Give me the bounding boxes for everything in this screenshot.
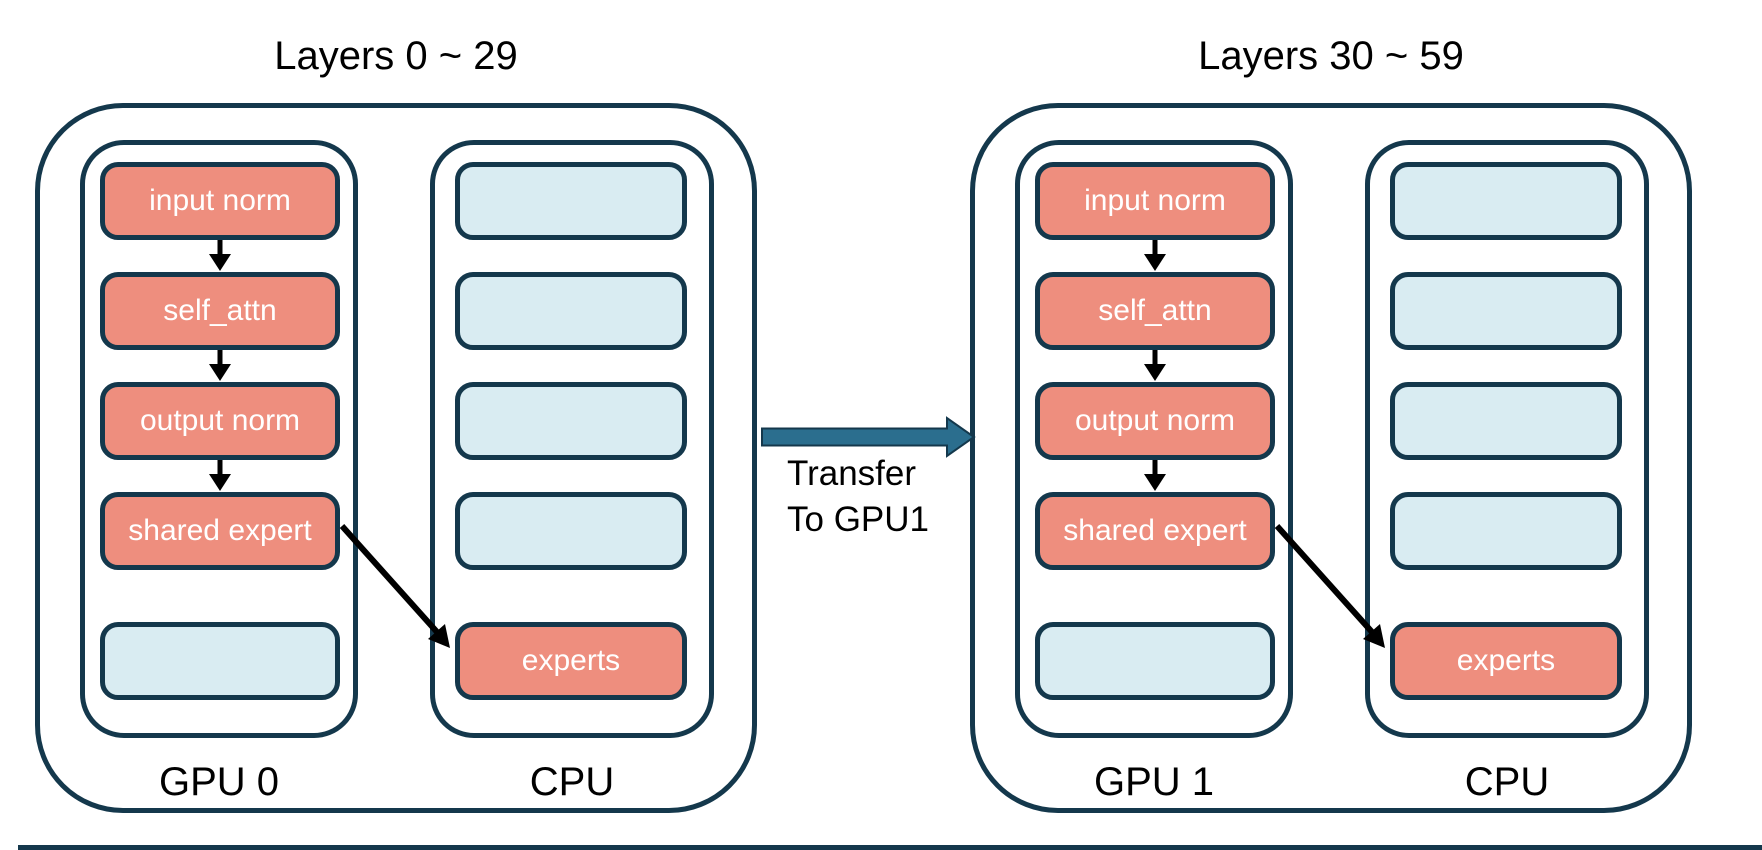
- gpu-label: GPU 1: [1093, 760, 1215, 804]
- module-label: experts: [521, 644, 621, 677]
- group-title: Layers 0 ~ 29: [274, 34, 518, 78]
- cpu-label: CPU: [1464, 760, 1550, 804]
- module-label: input norm: [149, 184, 291, 217]
- empty-slot-box: [1390, 162, 1622, 240]
- module-box-shared-expert: shared expert: [1035, 492, 1275, 570]
- empty-slot-box: [455, 382, 687, 460]
- module-label: output norm: [1074, 404, 1236, 437]
- bottom-border-bar: [18, 845, 1762, 850]
- module-box-experts: experts: [1390, 622, 1622, 700]
- empty-slot-box: [455, 162, 687, 240]
- module-box-output-norm: output norm: [1035, 382, 1275, 460]
- module-label: input norm: [1084, 184, 1226, 217]
- group-title: Layers 30 ~ 59: [1198, 34, 1464, 78]
- node-container: [970, 103, 1692, 813]
- empty-slot-box: [1390, 382, 1622, 460]
- module-label: self_attn: [1098, 294, 1212, 327]
- module-box-self-attn: self_attn: [100, 272, 340, 350]
- cpu-label: CPU: [529, 760, 615, 804]
- empty-slot-box: [455, 272, 687, 350]
- module-box-output-norm: output norm: [100, 382, 340, 460]
- empty-slot-box: [455, 492, 687, 570]
- module-box-shared-expert: shared expert: [100, 492, 340, 570]
- transfer-label: Transfer To GPU1: [787, 451, 929, 543]
- module-label: experts: [1456, 644, 1556, 677]
- module-label: shared expert: [128, 514, 312, 547]
- empty-slot-box: [1390, 492, 1622, 570]
- empty-slot-box: [100, 622, 340, 700]
- module-label: self_attn: [163, 294, 277, 327]
- empty-slot-box: [1390, 272, 1622, 350]
- layer-group-0-29: Layers 0 ~ 29 input norm self_attn outpu…: [35, 0, 757, 850]
- node-container: [35, 103, 757, 813]
- transfer-label-line1: Transfer: [787, 454, 917, 493]
- transfer-label-line2: To GPU1: [787, 500, 929, 539]
- module-label: shared expert: [1063, 514, 1247, 547]
- module-box-input-norm: input norm: [100, 162, 340, 240]
- module-box-self-attn: self_attn: [1035, 272, 1275, 350]
- module-label: output norm: [139, 404, 301, 437]
- empty-slot-box: [1035, 622, 1275, 700]
- layer-group-30-59: Layers 30 ~ 59 input norm self_attn outp…: [970, 0, 1692, 850]
- module-box-experts: experts: [455, 622, 687, 700]
- module-box-input-norm: input norm: [1035, 162, 1275, 240]
- gpu-label: GPU 0: [158, 760, 280, 804]
